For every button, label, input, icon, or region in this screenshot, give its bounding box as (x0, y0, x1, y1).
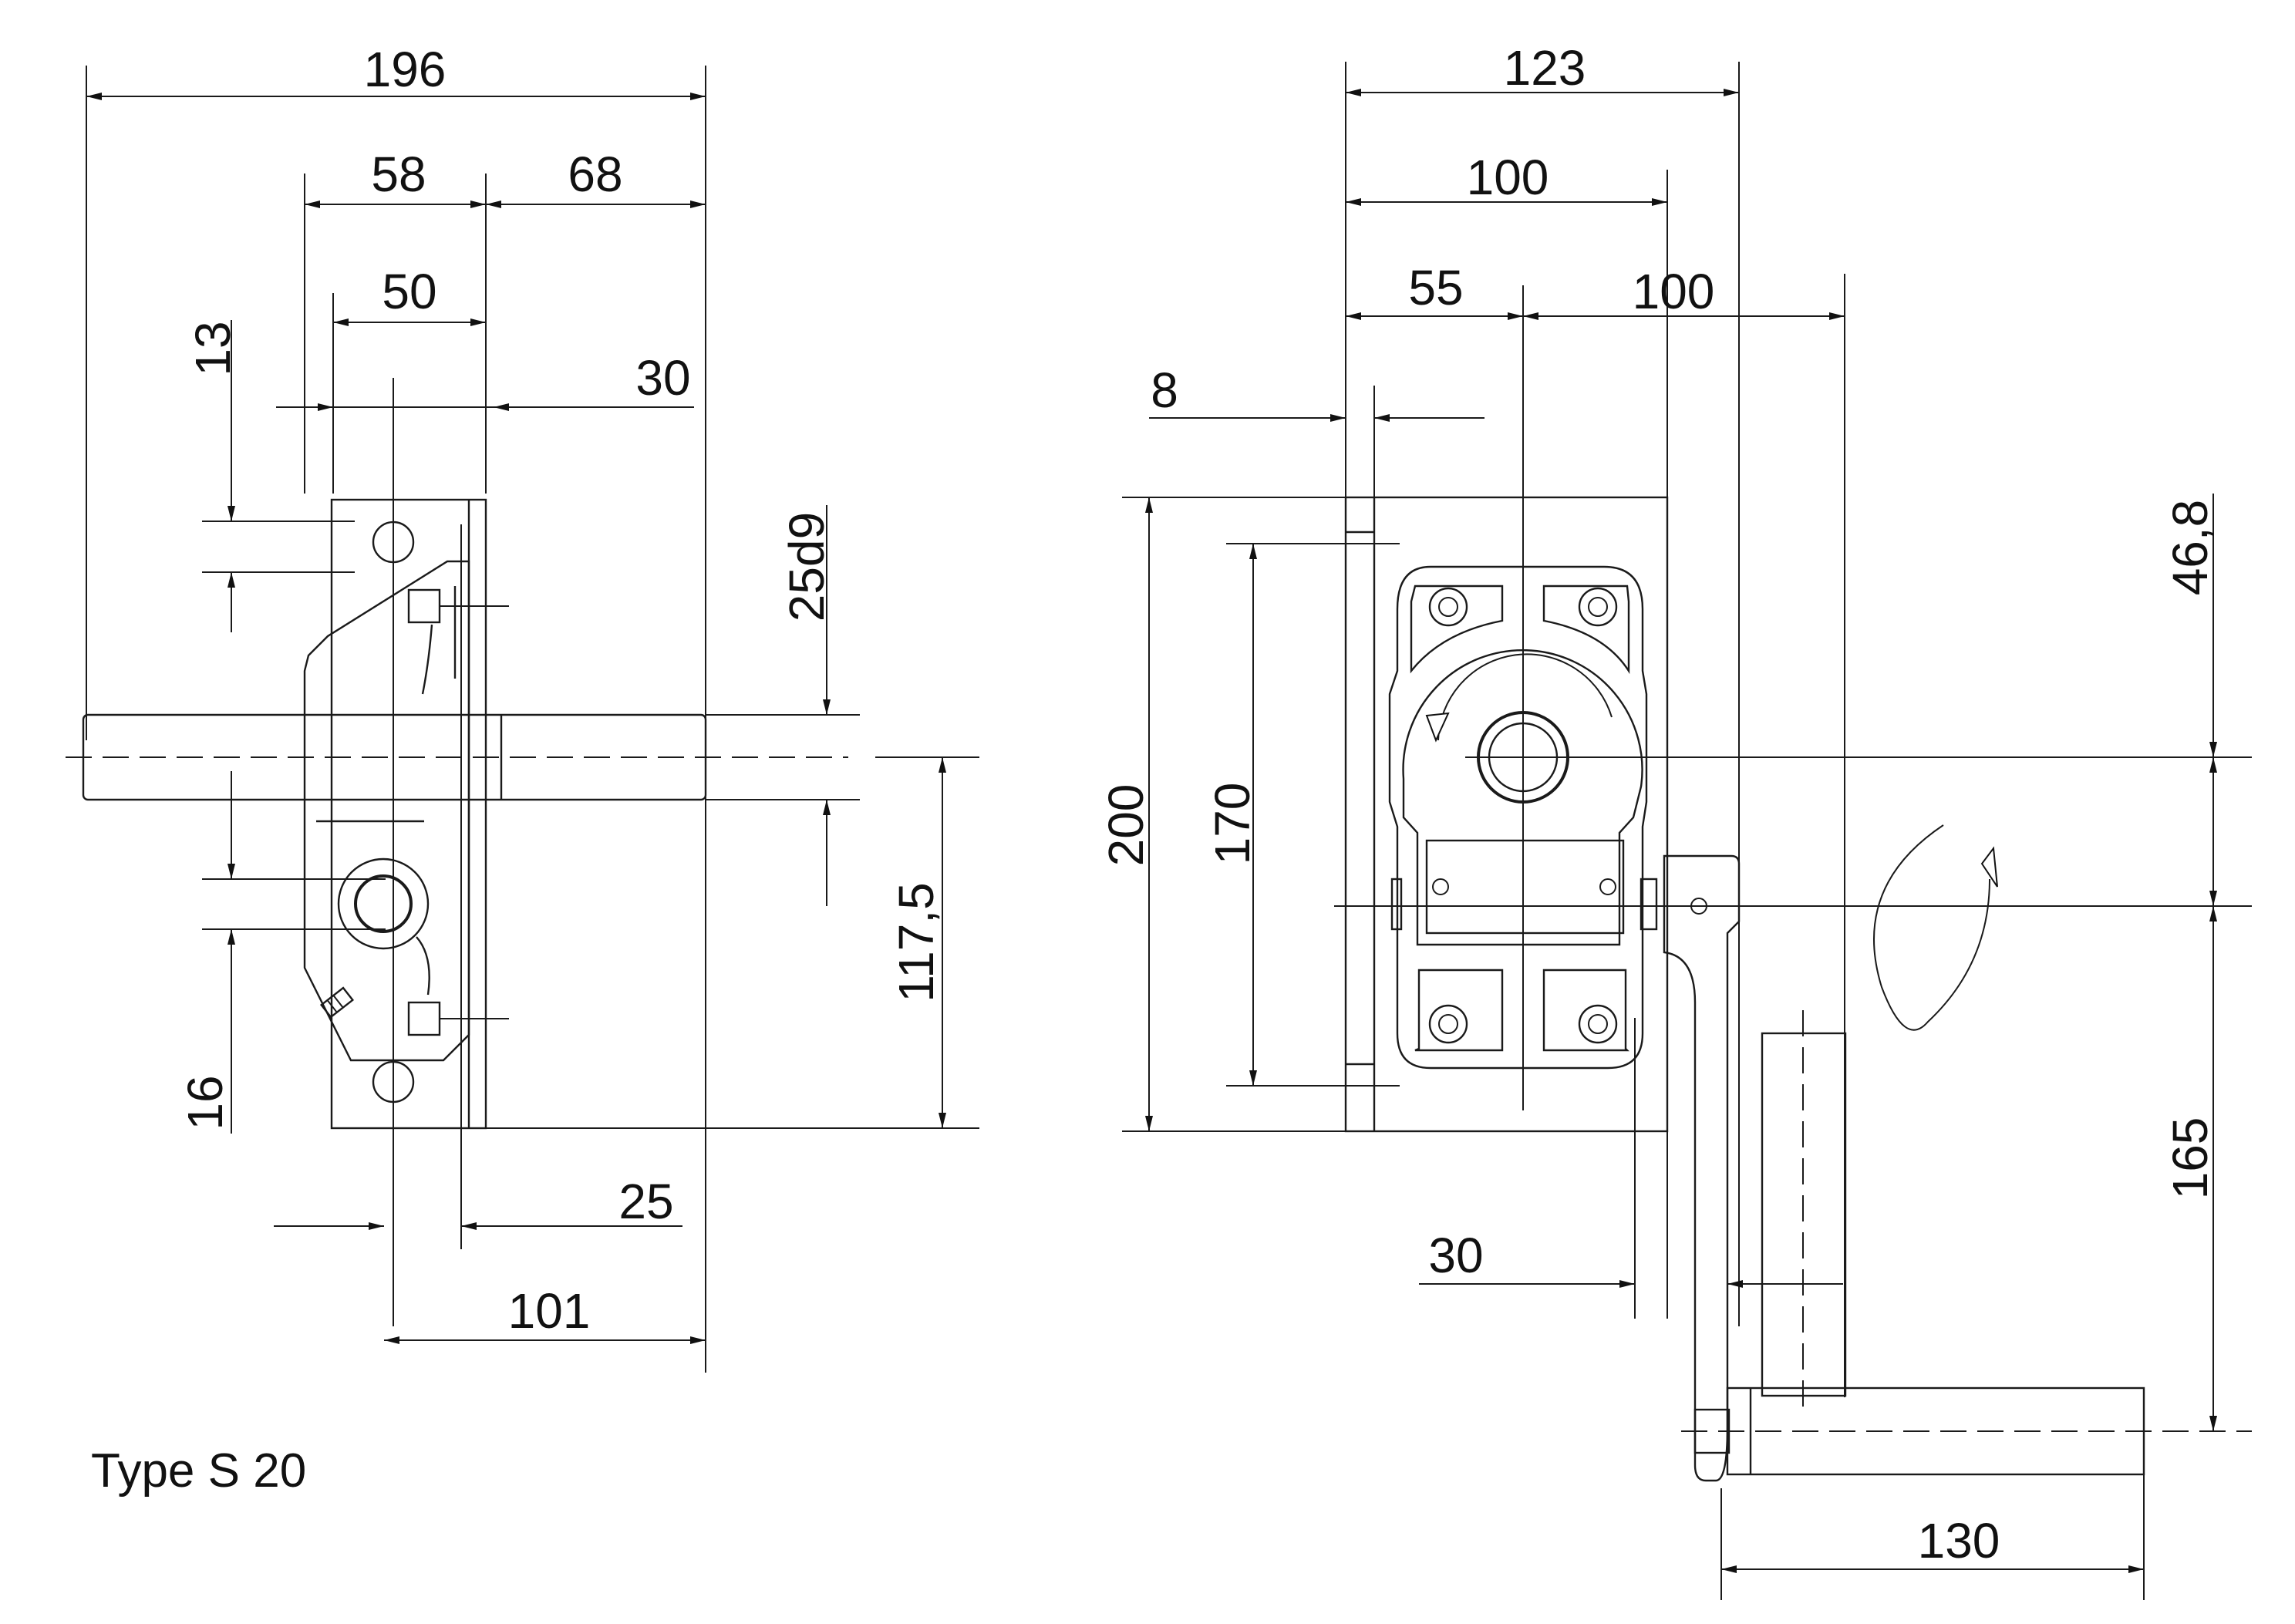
dim-46-8-label: 46,8 (2162, 500, 2218, 596)
front-bolt-holes (1428, 587, 1618, 1044)
dim-13-label: 13 (185, 321, 241, 376)
dim-50-label: 50 (382, 264, 436, 319)
front-handle-grip (1726, 1386, 2145, 1476)
grease-nipple-icon (319, 986, 355, 1019)
dim-170-label: 170 (1205, 783, 1260, 865)
front-base-plate (1344, 496, 1669, 1133)
front-crank-arm (1663, 854, 1741, 1482)
front-worm-housing (1402, 649, 1643, 946)
dim-58-label: 58 (371, 147, 426, 202)
dim-8-label: 8 (1151, 362, 1178, 418)
front-gear-housing (1388, 565, 1648, 1070)
dim-123-label: 123 (1504, 40, 1586, 96)
dim-100-plate-label: 100 (1467, 150, 1549, 205)
side-view: 196 58 68 50 30 13 16 (66, 42, 979, 1373)
dim-165-label: 165 (2162, 1117, 2218, 1200)
side-crank-bearing (337, 857, 430, 950)
type-caption: Type S 20 (91, 1444, 306, 1498)
dim-55-label: 55 (1408, 260, 1463, 315)
dim-100-crank-label: 100 (1633, 264, 1715, 319)
dim-196-label: 196 (364, 42, 447, 97)
dim-30-side-label: 30 (635, 350, 690, 406)
dim-25d9-label: 25d9 (779, 512, 834, 622)
side-gear-housing (303, 560, 470, 1062)
dim-117-5-label: 117,5 (888, 882, 944, 1002)
rotation-arrow-icon (1873, 824, 1990, 1031)
dim-16-label: 16 (177, 1075, 233, 1130)
dim-30-front-label: 30 (1428, 1228, 1483, 1283)
dim-25-label: 25 (618, 1174, 673, 1229)
side-lower-hole (372, 1060, 415, 1103)
dim-68-label: 68 (568, 147, 622, 202)
dim-101-label: 101 (508, 1283, 591, 1339)
dim-200-label: 200 (1098, 784, 1154, 867)
front-view: 123 100 55 100 8 200 170 (1098, 40, 2252, 1600)
dim-130-label: 130 (1918, 1513, 2000, 1568)
side-mounting-plate (330, 498, 487, 1130)
side-upper-hole (372, 521, 415, 564)
front-worm-cover (1425, 839, 1625, 935)
